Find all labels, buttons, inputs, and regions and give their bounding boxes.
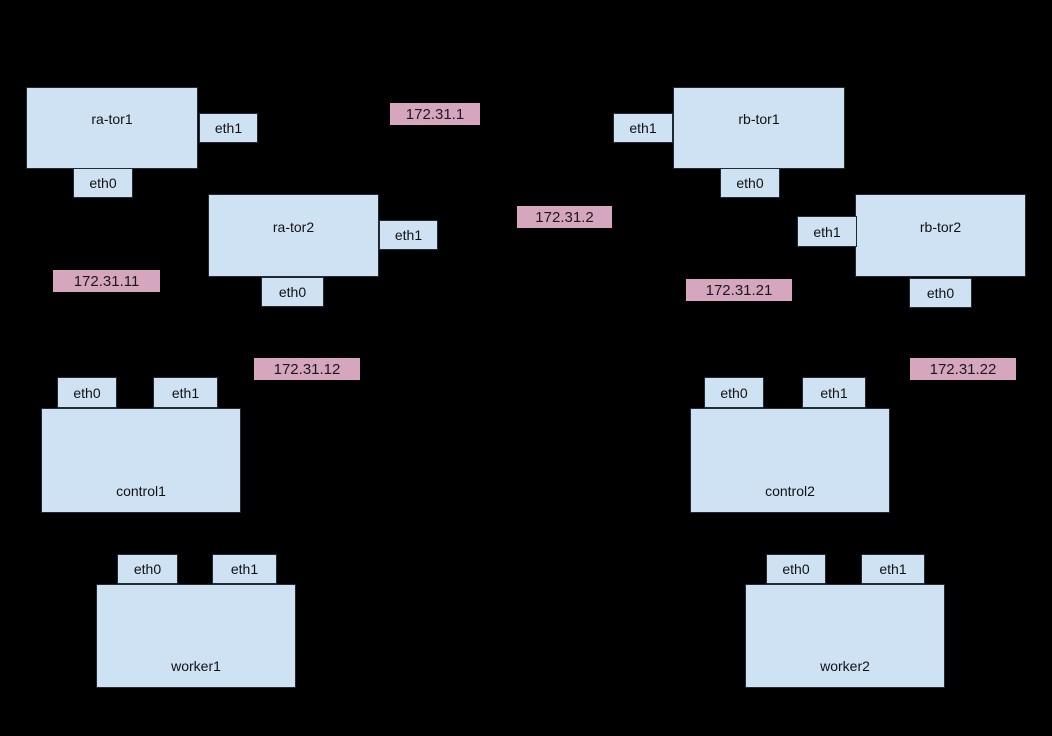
node-ra-tor2-label: ra-tor2 xyxy=(272,218,315,235)
port-control1-eth1: eth1 xyxy=(153,377,218,408)
ip-label-text: 172.31.21 xyxy=(705,281,773,299)
port-label: eth1 xyxy=(629,120,657,136)
port-label: eth0 xyxy=(926,285,955,301)
ip-label-text: 172.31.12 xyxy=(273,360,341,378)
node-rb-tor2-label: rb-tor2 xyxy=(919,218,962,235)
port-ra-tor1-eth0: eth0 xyxy=(73,168,133,198)
port-label: eth0 xyxy=(73,384,101,401)
node-worker2: worker2 xyxy=(745,584,945,688)
node-worker2-label: worker2 xyxy=(820,658,870,674)
ip-label-text: 172.31.2 xyxy=(535,208,594,226)
node-control2: control2 xyxy=(690,408,890,513)
ip-label-172-31-2: 172.31.2 xyxy=(517,206,612,228)
port-label: eth0 xyxy=(133,561,162,577)
node-rb-tor2: rb-tor2 xyxy=(855,194,1026,277)
port-worker2-eth0: eth0 xyxy=(766,554,826,584)
port-rb-tor2-eth0: eth0 xyxy=(909,278,972,308)
node-rb-tor1-label: rb-tor1 xyxy=(738,111,780,127)
node-control1: control1 xyxy=(41,408,241,513)
node-control1-label: control1 xyxy=(116,483,166,499)
port-ra-tor2-eth1: eth1 xyxy=(379,220,438,250)
port-label: eth0 xyxy=(278,284,307,300)
node-worker1: worker1 xyxy=(96,584,296,688)
node-ra-tor1: ra-tor1 xyxy=(26,87,198,169)
port-label: eth0 xyxy=(782,561,810,577)
port-worker1-eth1: eth1 xyxy=(212,554,277,584)
node-worker1-label: worker1 xyxy=(171,658,221,674)
node-ra-tor1-label: ra-tor1 xyxy=(91,111,133,127)
port-ra-tor1-eth1: eth1 xyxy=(199,113,258,143)
port-rb-tor1-eth1: eth1 xyxy=(613,113,673,143)
ip-label-text: 172.31.22 xyxy=(929,360,997,378)
port-control2-eth0: eth0 xyxy=(704,377,764,408)
port-label: eth1 xyxy=(394,227,423,243)
port-control1-eth0: eth0 xyxy=(57,377,117,408)
port-rb-tor1-eth0: eth0 xyxy=(720,168,780,198)
ip-label-172-31-21: 172.31.21 xyxy=(686,279,792,301)
port-label: eth1 xyxy=(813,223,841,240)
node-control2-label: control2 xyxy=(765,483,815,499)
node-rb-tor1: rb-tor1 xyxy=(673,87,845,169)
ip-label-172-31-11: 172.31.11 xyxy=(53,270,160,292)
port-label: eth0 xyxy=(720,384,748,401)
port-label: eth1 xyxy=(230,561,259,577)
port-ra-tor2-eth0: eth0 xyxy=(261,277,324,307)
port-rb-tor2-eth1: eth1 xyxy=(797,216,857,247)
ip-label-172-31-22: 172.31.22 xyxy=(910,358,1016,380)
port-label: eth1 xyxy=(171,384,200,401)
ip-label-172-31-12: 172.31.12 xyxy=(254,358,360,380)
port-worker1-eth0: eth0 xyxy=(117,554,178,584)
port-control2-eth1: eth1 xyxy=(802,377,866,408)
port-label: eth0 xyxy=(736,175,764,191)
ip-label-text: 172.31.11 xyxy=(73,272,140,290)
port-label: eth1 xyxy=(214,120,243,136)
port-label: eth0 xyxy=(89,175,117,191)
node-ra-tor2: ra-tor2 xyxy=(208,194,379,277)
port-label: eth1 xyxy=(820,384,848,401)
port-worker2-eth1: eth1 xyxy=(861,554,925,584)
ip-label-172-31-1: 172.31.1 xyxy=(390,103,480,125)
port-label: eth1 xyxy=(879,561,907,577)
ip-label-text: 172.31.1 xyxy=(405,105,465,123)
